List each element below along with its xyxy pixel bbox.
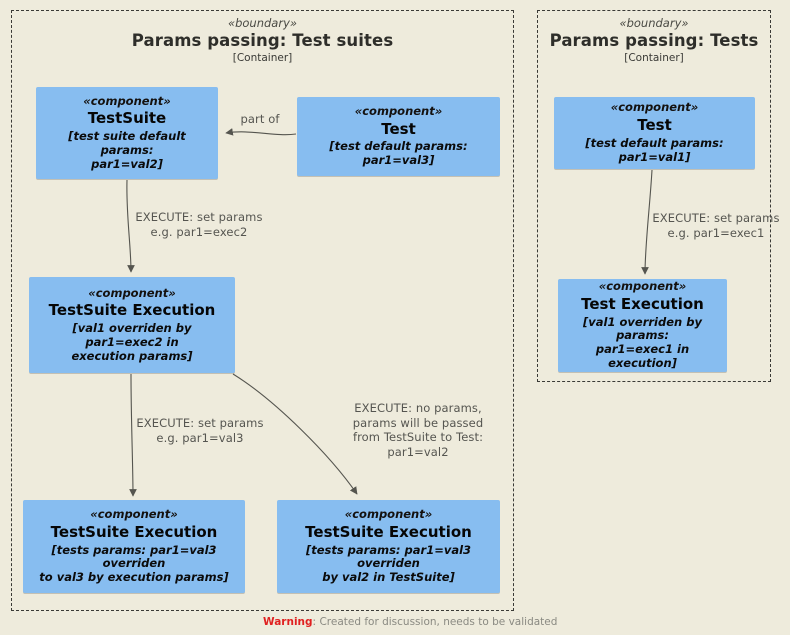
boundary-subtitle: [Container] bbox=[232, 52, 293, 65]
edge-label-part-of: part of bbox=[240, 112, 280, 126]
component-stereotype: «component» bbox=[344, 507, 433, 522]
edge-label-execute-exec2: EXECUTE: set params e.g. par1=exec2 bbox=[135, 210, 263, 239]
boundary-title: Params passing: Test suites bbox=[131, 30, 394, 50]
component-name: TestSuite bbox=[87, 109, 167, 128]
warning-keyword: Warning bbox=[263, 616, 313, 628]
boundary-title: Params passing: Tests bbox=[549, 30, 759, 50]
component-name: TestSuite Execution bbox=[305, 522, 472, 541]
edge-label-execute-no-params: EXECUTE: no params, params will be passe… bbox=[352, 401, 484, 460]
component-testsuite[interactable]: «component» TestSuite [test suite defaul… bbox=[36, 87, 218, 179]
component-stereotype: «component» bbox=[354, 103, 443, 118]
component-name: Test Execution bbox=[581, 294, 704, 313]
boundary-stereotype: «boundary» bbox=[228, 16, 297, 30]
component-stereotype: «component» bbox=[598, 279, 687, 294]
edge-label-execute-val3: EXECUTE: set params e.g. par1=val3 bbox=[136, 416, 264, 445]
component-note: [test suite default params: par1=val2] bbox=[68, 129, 186, 171]
boundary-tests-header: «boundary» Params passing: Tests [Contai… bbox=[538, 17, 770, 65]
component-testsuite-execution-left[interactable]: «component» TestSuite Execution [tests p… bbox=[23, 500, 245, 593]
component-stereotype: «component» bbox=[88, 285, 176, 300]
component-name: Test bbox=[637, 116, 672, 135]
boundary-subtitle: [Container] bbox=[624, 52, 684, 65]
component-note: [val1 overriden by params: par1=exec1 in… bbox=[583, 314, 702, 371]
component-test-left[interactable]: «component» Test [test default params: p… bbox=[297, 97, 500, 176]
component-name: Test bbox=[381, 119, 416, 138]
component-note: [tests params: par1=val3 overriden by va… bbox=[305, 542, 472, 585]
component-test-right[interactable]: «component» Test [test default params: p… bbox=[554, 97, 755, 169]
component-name: TestSuite Execution bbox=[50, 522, 218, 541]
component-note: [test default params: par1=val1] bbox=[585, 135, 724, 164]
boundary-tests: «boundary» Params passing: Tests [Contai… bbox=[537, 10, 771, 382]
boundary-stereotype: «boundary» bbox=[619, 16, 689, 30]
boundary-test-suites: «boundary» Params passing: Test suites [… bbox=[11, 10, 514, 611]
component-stereotype: «component» bbox=[83, 93, 171, 108]
edge-label-execute-exec1: EXECUTE: set params e.g. par1=exec1 bbox=[652, 211, 780, 240]
component-note: [val1 overriden by par1=exec2 in executi… bbox=[71, 321, 193, 363]
boundary-test-suites-header: «boundary» Params passing: Test suites [… bbox=[12, 17, 513, 65]
component-stereotype: «component» bbox=[610, 100, 699, 115]
component-testsuite-execution-right[interactable]: «component» TestSuite Execution [tests p… bbox=[277, 500, 500, 593]
component-note: [tests params: par1=val3 overriden to va… bbox=[39, 542, 229, 585]
component-name: TestSuite Execution bbox=[48, 301, 216, 320]
component-note: [test default params: par1=val3] bbox=[329, 139, 468, 168]
warning-text: Created for discussion, needs to be vali… bbox=[319, 616, 558, 628]
warning-separator: : bbox=[312, 616, 320, 628]
component-testsuite-execution[interactable]: «component» TestSuite Execution [val1 ov… bbox=[29, 277, 235, 373]
component-test-execution[interactable]: «component» Test Execution [val1 overrid… bbox=[558, 279, 727, 372]
footer-warning: Warning: Created for discussion, needs t… bbox=[263, 616, 557, 628]
component-stereotype: «component» bbox=[90, 507, 178, 522]
